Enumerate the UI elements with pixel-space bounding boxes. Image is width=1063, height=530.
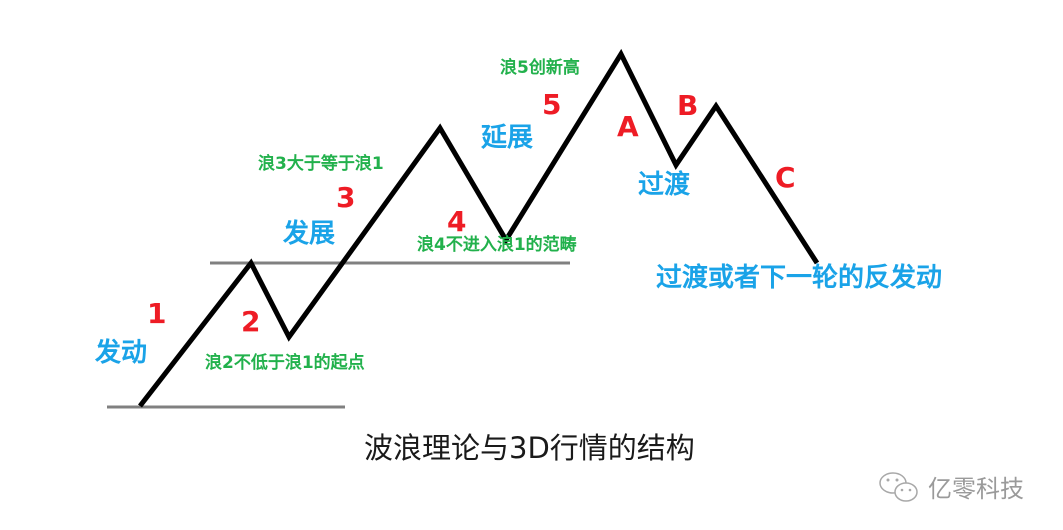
watermark: 亿零科技 [878,469,1024,504]
watermark-text: 亿零科技 [928,475,1024,503]
wave-3-note: 浪3大于等于浪1 [258,154,384,174]
wave-c-stage: 过渡或者下一轮的反发动 [656,263,943,293]
wave-3-stage: 发展 [283,219,336,249]
diagram-caption: 波浪理论与3D行情的结构 [364,431,695,465]
wave-1-stage: 发动 [95,338,148,368]
wave-5-number: 5 [542,88,562,121]
wave-b-number: B [677,89,699,122]
wave-c-number: C [775,161,796,194]
wave-a-number: A [617,110,639,143]
wave-5-stage: 延展 [481,123,534,153]
wave-a-stage: 过渡 [638,170,691,200]
wave-3-number: 3 [336,181,356,214]
wave-5-note: 浪5创新高 [500,58,580,78]
wave-2-note: 浪2不低于浪1的起点 [205,353,365,373]
wave-4-number: 4 [447,205,467,238]
wechat-icon [879,471,918,502]
wave-4-note: 浪4不进入浪1的范畴 [417,235,577,255]
wave-1-number: 1 [147,297,167,330]
wave-2-number: 2 [241,305,261,338]
wave-line [138,48,820,408]
